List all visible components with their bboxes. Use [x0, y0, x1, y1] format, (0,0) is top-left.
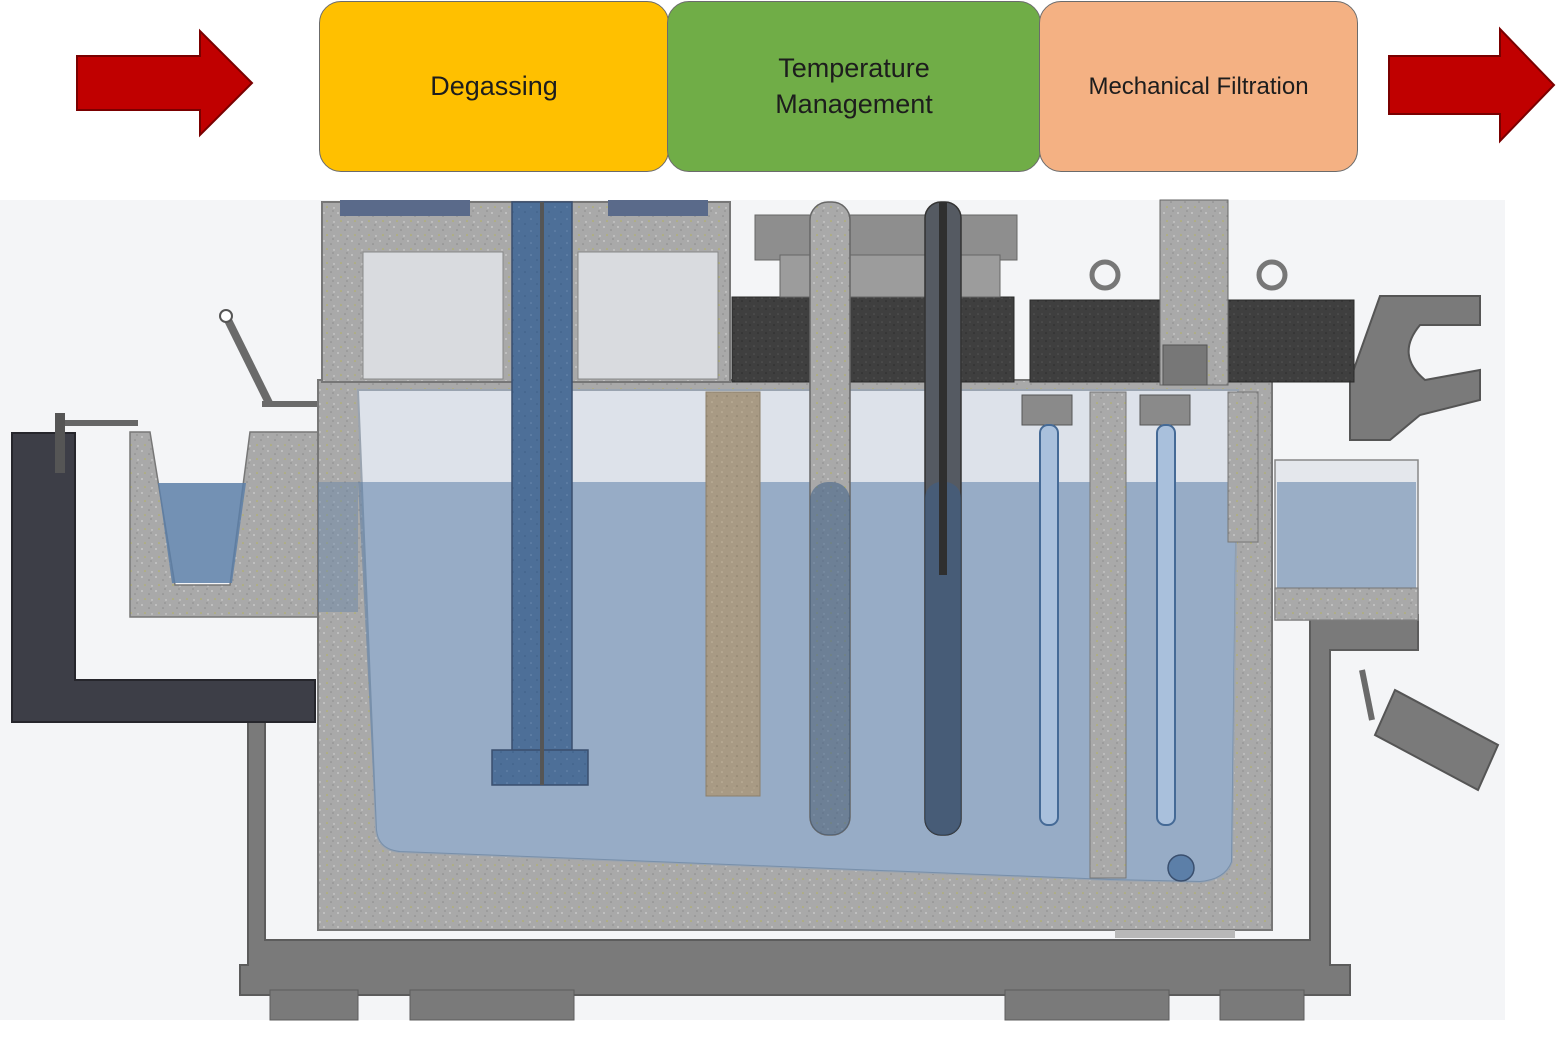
filter-baffle: [1089, 391, 1127, 879]
metal-surface-band: [318, 482, 358, 612]
filtration-cover-left: [1029, 299, 1163, 383]
lifting-eye-icon: [1256, 259, 1288, 291]
stage-degassing-label: Degassing: [430, 70, 558, 101]
lifting-eye-icon: [1089, 259, 1121, 291]
filter-candle: [1156, 424, 1176, 826]
stage-temperature-management: Temperature Management: [667, 1, 1041, 172]
frame-foot: [1004, 989, 1170, 1021]
stage-degassing: Degassing: [319, 1, 669, 172]
stage-temperature-management-label: Temperature Management: [775, 53, 933, 119]
frame-foot: [269, 989, 359, 1021]
filter-riser-pipe: [1162, 344, 1208, 386]
drain-spout-arm: [1359, 669, 1375, 721]
outlet-weir: [1227, 391, 1259, 543]
filter-candle-clamp: [1021, 394, 1073, 426]
insulation-cover: [731, 296, 1015, 383]
heater-flange: [754, 214, 1018, 261]
outlet-launder-metal: [1277, 482, 1416, 590]
frame-foot: [409, 989, 575, 1021]
filter-candle: [1039, 424, 1059, 826]
heater-tube-immersed: [810, 482, 850, 835]
degasser-clamp: [340, 200, 470, 216]
bracket-bolt: [55, 413, 65, 473]
outlet-flow-arrow: [1388, 26, 1556, 144]
inlet-lever: [222, 314, 274, 407]
inlet-flow-arrow: [76, 28, 254, 138]
bracket-rod: [58, 420, 138, 426]
outlet-launder-base: [1274, 587, 1419, 621]
outlet-arrow-shape: [1388, 26, 1556, 144]
outlet-bracket: [1349, 295, 1481, 441]
drain-plug: [1167, 854, 1195, 882]
filtration-cover-right: [1227, 299, 1355, 383]
stage-mechanical-filtration-label: Mechanical Filtration: [1088, 72, 1309, 100]
drain-spout: [1373, 688, 1500, 792]
degasser-window: [362, 251, 504, 380]
inlet-arrow-shape: [76, 28, 254, 138]
bottom-plate: [1115, 930, 1235, 938]
inlet-lever-knob: [219, 309, 233, 323]
degasser-window: [577, 251, 719, 380]
baffle-plate: [705, 391, 761, 797]
degasser-clamp: [608, 200, 708, 216]
inlet-support-bracket: [11, 432, 316, 723]
stage-mechanical-filtration: Mechanical Filtration: [1039, 1, 1358, 172]
thermocouple-immersed: [925, 482, 961, 835]
inlet-launder-metal: [158, 483, 246, 583]
frame-foot: [1219, 989, 1305, 1021]
steel-frame: [239, 614, 1419, 996]
filter-candle-clamp: [1139, 394, 1191, 426]
